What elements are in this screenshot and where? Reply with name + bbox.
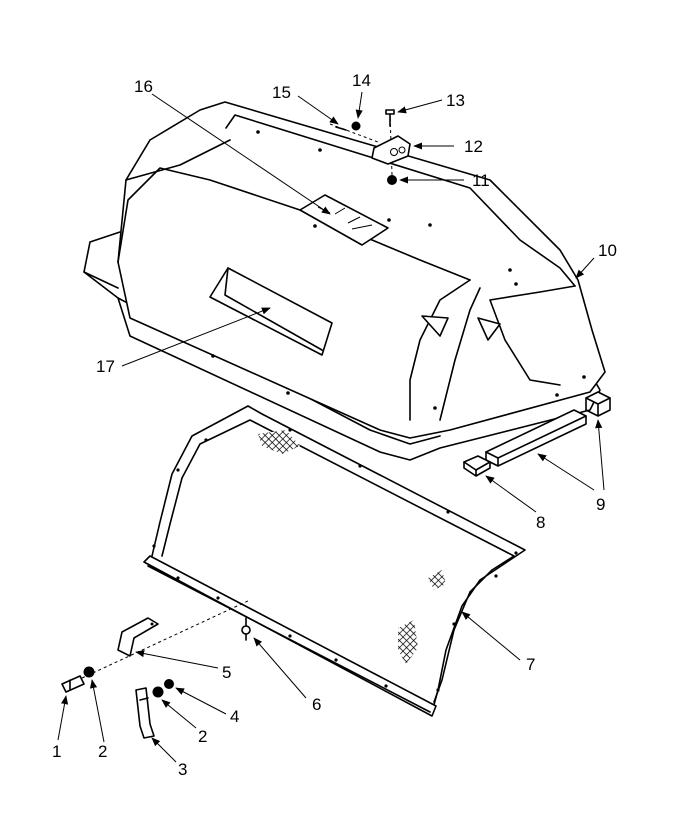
callout-2a: 2 <box>98 742 107 761</box>
callout-15: 15 <box>272 83 291 102</box>
guard-frame-inner <box>161 419 515 703</box>
part-17-decal <box>209 267 333 356</box>
hood-top-deck <box>225 114 576 287</box>
part-6-pin <box>241 617 251 641</box>
hood-front-contour <box>409 279 471 421</box>
hood-left-contour <box>117 167 471 281</box>
guard-rivets <box>152 428 518 692</box>
callout-5: 5 <box>222 663 231 682</box>
callout-14: 14 <box>352 71 371 90</box>
hood-right-contour <box>489 285 576 386</box>
callout-13: 13 <box>446 91 465 110</box>
lower-hardware <box>61 599 251 739</box>
part-9-strip <box>485 409 587 467</box>
part-12-latch <box>371 135 411 165</box>
rail-holes <box>176 576 388 688</box>
hood-shell <box>117 101 606 439</box>
callout-12: 12 <box>464 137 483 156</box>
part-4-nut <box>164 679 174 689</box>
part-13-screw <box>385 109 395 127</box>
callout-7: 7 <box>526 655 535 674</box>
part-1-bolt <box>61 675 85 693</box>
part-14-nut <box>351 121 361 131</box>
guard-mesh-2 <box>428 570 446 590</box>
callout-11: 11 <box>472 171 490 190</box>
top-hardware <box>329 109 411 185</box>
part-7-guard <box>143 405 526 717</box>
hood-corner-notch-2 <box>477 317 501 341</box>
part-15-pin <box>335 126 347 131</box>
part-3-clip <box>135 687 155 739</box>
hood-corner-notch <box>421 315 449 337</box>
part-2b-washer <box>152 686 164 698</box>
callout-16: 16 <box>134 77 153 96</box>
callout-3: 3 <box>178 760 187 779</box>
callout-labels: 1 2 3 2 4 5 6 7 8 9 10 11 12 13 14 15 16… <box>52 71 617 779</box>
callout-4: 4 <box>230 707 239 726</box>
callout-17: 17 <box>96 357 115 376</box>
part-2a-washer <box>83 666 95 678</box>
callout-8: 8 <box>536 513 545 532</box>
callout-2b: 2 <box>198 727 207 746</box>
callout-10: 10 <box>598 241 617 260</box>
guard-mesh-3 <box>398 620 418 664</box>
part-9-block <box>585 391 611 417</box>
callout-6: 6 <box>312 695 321 714</box>
hood-assembly <box>83 101 606 461</box>
leader-lines <box>57 91 605 763</box>
callout-9: 9 <box>596 495 605 514</box>
part-11-nut <box>387 175 397 185</box>
hood-top-ridge <box>125 139 231 181</box>
hood-rivets <box>211 130 586 410</box>
guard-mesh-1 <box>258 430 300 454</box>
part-5-bracket <box>117 617 159 657</box>
hood-front-contour-2 <box>439 287 481 421</box>
callout-1: 1 <box>52 742 61 761</box>
